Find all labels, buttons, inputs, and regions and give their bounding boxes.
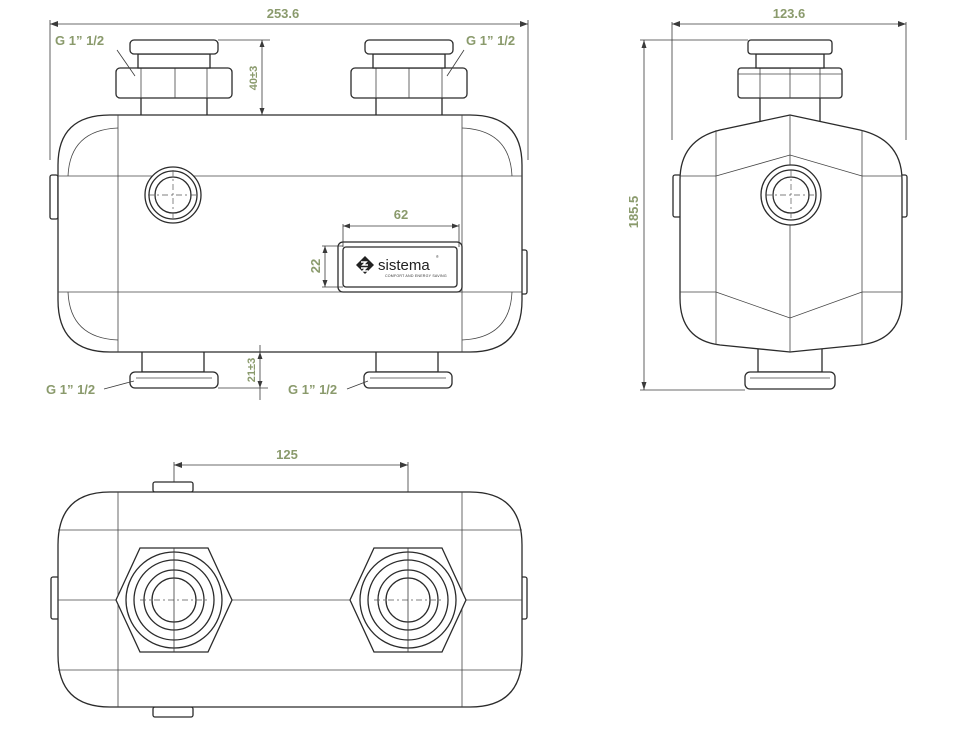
dim-plate-width-text: 62 xyxy=(394,207,408,222)
front-left-boss xyxy=(49,174,59,220)
logo-text: sistema xyxy=(378,257,430,274)
dim-side-width-text: 123.6 xyxy=(773,6,806,21)
side-view: 123.6 185.5 xyxy=(626,6,908,391)
bottom-bottom-boss xyxy=(152,706,194,718)
dim-overall-width: 253.6 xyxy=(49,6,529,160)
dim-side-height-text: 185.5 xyxy=(626,196,641,229)
dim-port-spacing-text: 125 xyxy=(276,447,298,462)
dim-side-width: 123.6 xyxy=(671,6,907,140)
dim-top-height: 40±3 xyxy=(218,39,270,115)
side-top-coupling xyxy=(737,39,843,123)
sistema-logo-mark xyxy=(356,256,374,274)
label-bottom-left: G 1” 1/2 xyxy=(46,380,135,397)
label-bottom-right: G 1” 1/2 xyxy=(288,380,369,397)
label-top-right-text: G 1” 1/2 xyxy=(466,33,515,48)
label-bottom-right-text: G 1” 1/2 xyxy=(288,382,337,397)
front-view: 253.6 xyxy=(46,6,529,400)
dim-plate-height-text: 22 xyxy=(308,259,323,273)
bottom-left-coupling xyxy=(129,347,219,389)
top-left-coupling xyxy=(115,39,233,121)
dim-bottom-height: 21±3 xyxy=(218,345,268,400)
top-right-coupling xyxy=(350,39,468,121)
front-port xyxy=(144,166,202,224)
bottom-view: 125 xyxy=(50,447,528,718)
dim-side-height: 185.5 xyxy=(626,39,748,391)
label-bottom-left-text: G 1” 1/2 xyxy=(46,382,95,397)
logo-tagline: COMFORT AND ENERGY SAVING xyxy=(385,274,447,278)
dim-top-height-text: 40±3 xyxy=(248,66,260,90)
side-port xyxy=(760,164,822,226)
dim-overall-width-text: 253.6 xyxy=(267,6,300,21)
bottom-right-coupling xyxy=(363,347,453,389)
label-top-left: G 1” 1/2 xyxy=(55,33,136,77)
bottom-top-boss xyxy=(152,481,194,493)
label-top-left-text: G 1” 1/2 xyxy=(55,33,104,48)
dim-bottom-height-text: 21±3 xyxy=(246,358,258,382)
side-body xyxy=(679,114,903,353)
dim-plate-width: 62 xyxy=(342,207,460,247)
dim-plate-height: 22 xyxy=(308,245,343,288)
logo-registered: ® xyxy=(436,255,439,259)
bottom-body xyxy=(57,491,523,708)
nameplate: sistema ® COMFORT AND ENERGY SAVING xyxy=(337,241,463,293)
label-top-right: G 1” 1/2 xyxy=(446,33,515,77)
front-body xyxy=(57,114,523,353)
